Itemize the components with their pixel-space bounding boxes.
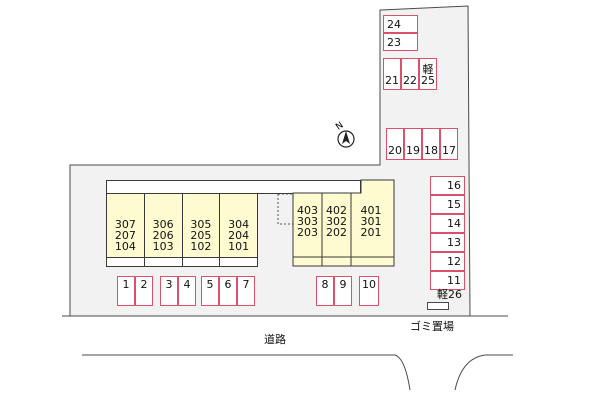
parking-stall-20: 20: [386, 128, 404, 160]
site-boundary: [69, 5, 471, 317]
north-compass-icon: N: [334, 121, 355, 148]
road-curve-right: [454, 354, 486, 391]
parking-stall-18: 18: [422, 128, 440, 160]
right-building-outline: [292, 179, 395, 267]
parking-stall-6: 6: [219, 276, 237, 306]
unit-302: 302: [326, 215, 347, 228]
unit-403: 403: [297, 204, 318, 217]
parking-stall-11: 11: [430, 271, 465, 290]
parking-stall-2: 2: [135, 276, 153, 306]
unit-column-103: 306 206 103: [145, 194, 183, 257]
parking-stall-7: 7: [237, 276, 255, 306]
unit-101: 101: [228, 240, 250, 253]
road-label: 道路: [264, 333, 286, 346]
unit-305: 305: [190, 218, 212, 231]
parking-stall-14: 14: [430, 214, 465, 233]
right-building-units: 403 303 203 402 302 202 401 301 201: [293, 205, 393, 238]
parking-stall-15: 15: [430, 195, 465, 214]
unit-102: 102: [190, 240, 212, 253]
unit-column-203: 403 303 203: [293, 205, 322, 238]
parking-stall-1: 1: [117, 276, 135, 306]
unit-103: 103: [152, 240, 174, 253]
unit-207: 207: [114, 229, 136, 242]
left-building: 307 207 104 306 206 103 305 205 102 304 …: [106, 193, 258, 258]
parking-stall-22: 22: [401, 58, 419, 90]
parking-stall-10: 10: [359, 276, 379, 306]
unit-column-201: 401 301 201: [351, 205, 391, 238]
unit-column-104: 307 207 104: [107, 194, 145, 257]
unit-column-101: 304 204 101: [220, 194, 257, 257]
unit-304: 304: [228, 218, 250, 231]
unit-204: 204: [228, 229, 250, 242]
parking-stall-21: 21: [383, 58, 401, 90]
unit-303: 303: [297, 215, 318, 228]
parking-stall-12: 12: [430, 252, 465, 271]
parking-stall-5: 5: [201, 276, 219, 306]
unit-307: 307: [114, 218, 136, 231]
unit-104: 104: [114, 240, 136, 253]
parking-stall-4: 4: [178, 276, 196, 306]
unit-203: 203: [297, 226, 318, 239]
parking-stall-16: 16: [430, 176, 465, 195]
parking-stall-8: 8: [316, 276, 334, 306]
unit-201: 201: [360, 226, 382, 239]
garbage-area-label: ゴミ置場: [410, 320, 454, 333]
parking-stall-3: 3: [160, 276, 178, 306]
garbage-box: [427, 302, 449, 310]
unit-206: 206: [152, 229, 174, 242]
north-label: N: [334, 121, 345, 133]
unit-205: 205: [190, 229, 212, 242]
parking-stall-17: 17: [440, 128, 458, 160]
parking-stall-23: 23: [383, 33, 418, 51]
unit-306: 306: [152, 218, 174, 231]
unit-401: 401: [360, 204, 382, 217]
unit-column-202: 402 302 202: [322, 205, 351, 238]
unit-402: 402: [326, 204, 347, 217]
unit-column-102: 305 205 102: [183, 194, 221, 257]
road-curve-left: [394, 354, 411, 391]
parking-stall-13: 13: [430, 233, 465, 252]
left-building-balcony: [106, 257, 258, 267]
parking-stall-19: 19: [404, 128, 422, 160]
parking-stall-24: 24: [383, 15, 418, 33]
unit-202: 202: [326, 226, 347, 239]
parking-stall-9: 9: [334, 276, 352, 306]
parking-stall-25: 軽25: [419, 58, 437, 90]
parking-stall-26: 軽26: [437, 287, 462, 301]
unit-301: 301: [360, 215, 382, 228]
